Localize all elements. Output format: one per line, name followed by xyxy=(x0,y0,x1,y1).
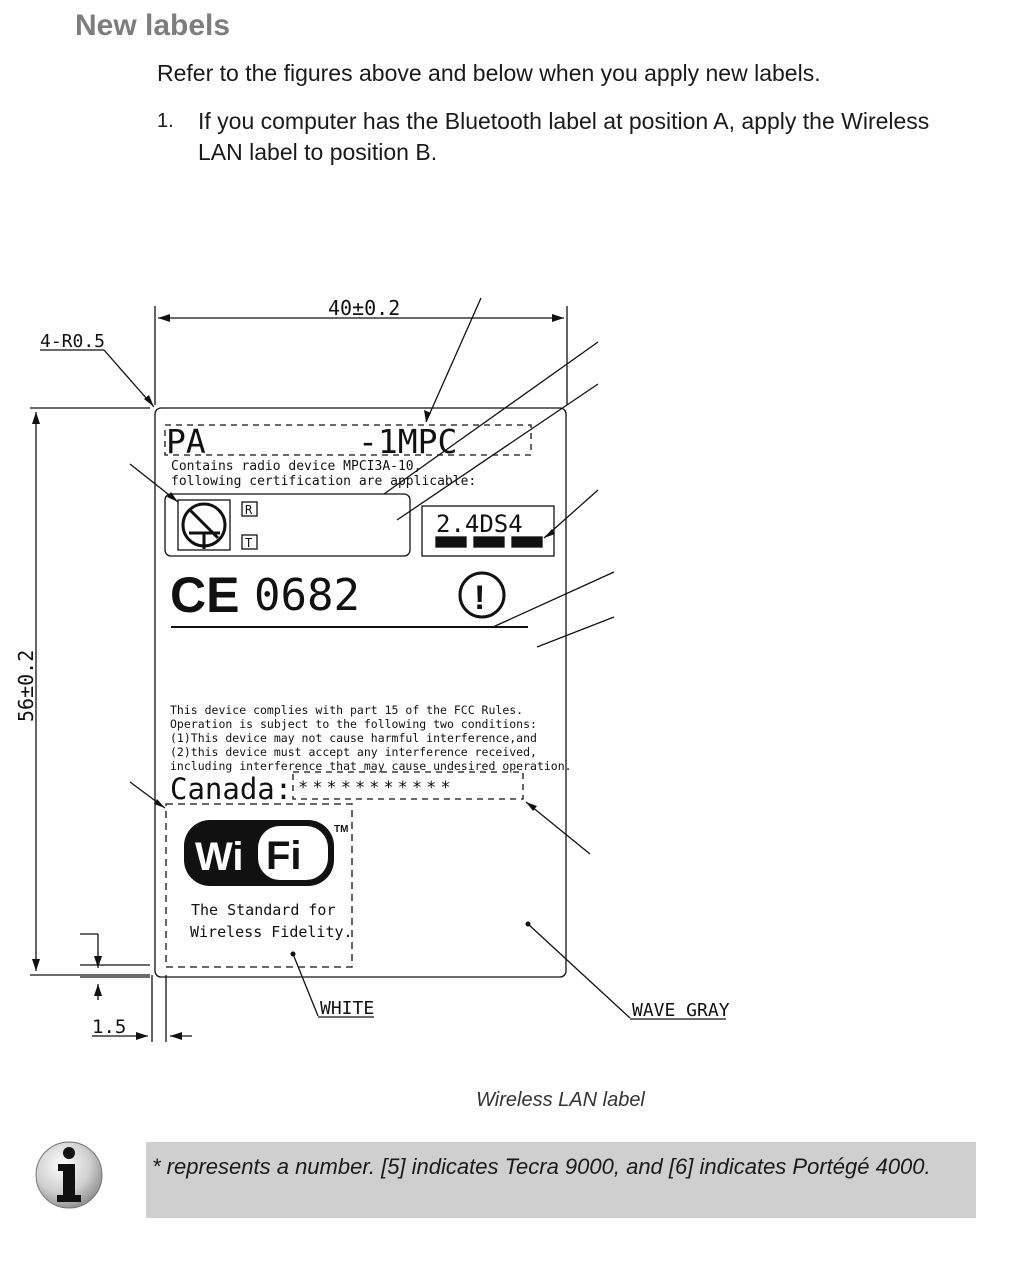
band-code: 2.4DS4 xyxy=(436,510,523,538)
certification-line: following certification are applicable: xyxy=(171,474,476,489)
fcc-line: Operation is subject to the following tw… xyxy=(170,717,537,731)
canada-label: Canada: xyxy=(170,772,292,806)
intro-text: Refer to the figures above and below whe… xyxy=(157,60,821,86)
canada-code: *********** xyxy=(298,778,455,798)
fcc-line: including interference that may cause un… xyxy=(170,759,572,773)
wifi-wi: Wi xyxy=(195,835,244,879)
fcc-line: (1)This device may not cause harmful int… xyxy=(170,731,537,745)
wifi-tagline-2: Wireless Fidelity. xyxy=(190,923,353,941)
wifi-logo-icon: Wi Fi TM xyxy=(184,820,348,886)
height-dimension: 56±0.2 xyxy=(14,650,38,722)
fcc-line: (2)this device must accept any interfere… xyxy=(170,745,537,759)
model-suffix: -1MPC xyxy=(358,422,457,461)
color-white-note: WHITE xyxy=(320,998,374,1019)
telec-mark-icon xyxy=(177,499,231,551)
mark-r: R xyxy=(245,503,253,517)
wifi-fi: Fi xyxy=(266,834,302,878)
label-drawing: 40±0.2 4-R0.5 56±0.2 1.5 PA -1MPC Contai… xyxy=(14,296,730,1042)
info-icon xyxy=(35,1141,103,1209)
ce-mark-icon: CE xyxy=(170,567,239,623)
section-heading: New labels xyxy=(75,9,231,42)
wifi-tm: TM xyxy=(334,824,348,835)
note-text: * represents a number. [5] indicates Tec… xyxy=(152,1154,931,1179)
color-wave-gray-note: WAVE GRAY xyxy=(632,1000,730,1021)
mark-t: T xyxy=(245,536,252,550)
model-prefix: PA xyxy=(166,422,206,461)
width-dimension: 40±0.2 xyxy=(328,296,400,320)
figure-caption: Wireless LAN label xyxy=(476,1089,645,1111)
wifi-tagline-1: The Standard for xyxy=(191,901,336,919)
margin-dimension: 1.5 xyxy=(92,1016,126,1038)
note-box: * represents a number. [5] indicates Tec… xyxy=(146,1142,976,1218)
step-number: 1. xyxy=(157,110,174,132)
svg-text:!: ! xyxy=(474,579,485,617)
fcc-line: This device complies with part 15 of the… xyxy=(170,703,523,717)
alert-circle-icon xyxy=(458,571,506,619)
corner-radius-note: 4-R0.5 xyxy=(40,331,105,352)
step-text: If you computer has the Bluetooth label … xyxy=(198,108,930,165)
radio-device-line: Contains radio device MPCI3A-10, xyxy=(171,459,421,474)
ce-number: 0682 xyxy=(254,570,360,621)
